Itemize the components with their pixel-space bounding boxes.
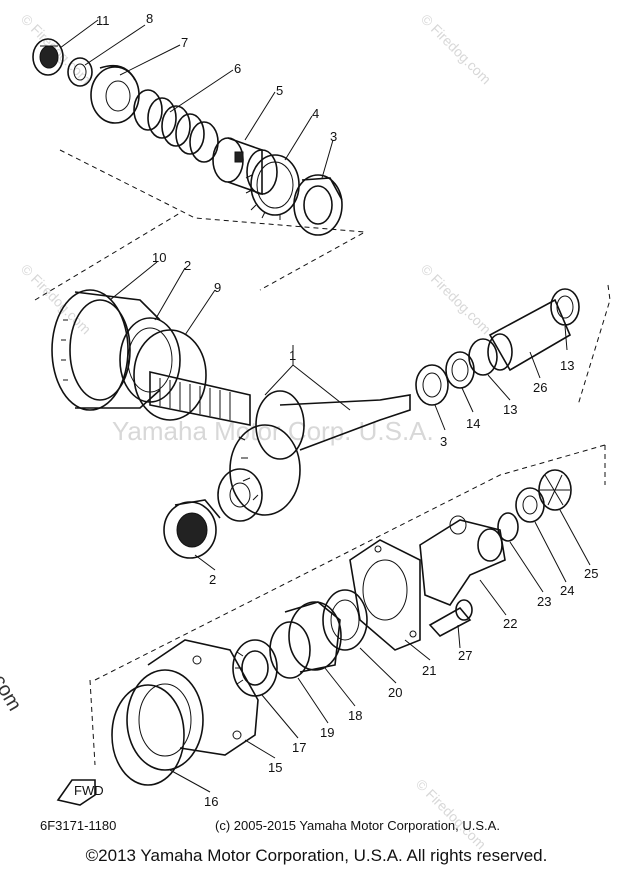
callout-19: 19 — [320, 725, 334, 740]
shim-9 — [133, 329, 207, 421]
callout-8: 8 — [146, 11, 153, 26]
callout-27: 27 — [458, 648, 472, 663]
spring-6 — [133, 89, 219, 163]
callout-4: 4 — [312, 106, 319, 121]
callout-22: 22 — [503, 616, 517, 631]
bearing-3-upper — [293, 174, 343, 236]
bearing-18 — [284, 601, 342, 673]
callout-3-upper: 3 — [330, 129, 337, 144]
tile-watermark: © Firedog.com — [18, 261, 94, 337]
callout-26: 26 — [533, 380, 547, 395]
center-watermark: Yamaha Motor Corp. U.S.A. — [112, 416, 434, 446]
callout-6: 6 — [234, 61, 241, 76]
o-ring-19 — [269, 621, 311, 679]
upper-frame — [59, 149, 367, 291]
collar-7 — [90, 64, 140, 124]
callout-13-right: 13 — [560, 358, 574, 373]
callout-1: 1 — [289, 348, 296, 363]
assembly-frames — [34, 149, 611, 766]
ring-13-left — [468, 338, 498, 376]
callout-14: 14 — [466, 416, 480, 431]
o-ring-16 — [111, 684, 185, 786]
drive-gear-10 — [51, 289, 161, 411]
callout-10: 10 — [152, 250, 166, 265]
callout-11: 11 — [96, 13, 110, 28]
middle-frame-right — [577, 284, 611, 406]
middle-frame-left — [34, 212, 181, 301]
needle-bearing-11 — [32, 38, 64, 76]
washer-8 — [67, 57, 93, 87]
middle-assembly — [51, 288, 580, 559]
callout-2-lower: 2 — [209, 572, 216, 587]
yoke-22 — [419, 515, 506, 606]
callouts: 11 8 7 6 5 4 3 10 2 9 1 13 26 13 14 3 2 … — [96, 11, 598, 809]
callout-21: 21 — [422, 663, 436, 678]
callout-13-left: 13 — [503, 402, 517, 417]
gear-4 — [245, 154, 300, 220]
fine-print: (c) 2005-2015 Yamaha Motor Corporation, … — [215, 818, 500, 833]
bearing-3-right — [415, 364, 449, 406]
gear-nut-25 — [538, 469, 572, 511]
copyright-footer: ©2013 Yamaha Motor Corporation, U.S.A. A… — [85, 846, 548, 865]
tile-watermark: © Firedog.com — [418, 11, 494, 87]
pinion-shaft — [149, 370, 411, 522]
needle-bearing-2-lower — [163, 499, 221, 559]
washer-24 — [515, 487, 545, 523]
callout-3-right: 3 — [440, 434, 447, 449]
callout-9: 9 — [214, 280, 221, 295]
tile-watermark: © Firedog.com — [18, 11, 94, 87]
callout-2-upper: 2 — [184, 258, 191, 273]
gasket-21 — [349, 539, 421, 651]
fwd-arrow: FWD — [56, 779, 104, 806]
callout-7: 7 — [181, 35, 188, 50]
callout-17: 17 — [292, 740, 306, 755]
housing-15 — [126, 639, 259, 771]
part-code: 6F3171-1180 — [40, 818, 116, 833]
callout-23: 23 — [537, 594, 551, 609]
leader-lines — [59, 19, 591, 793]
callout-24: 24 — [560, 583, 574, 598]
callout-18: 18 — [348, 708, 362, 723]
callout-15: 15 — [268, 760, 282, 775]
fwd-label: FWD — [74, 783, 104, 798]
callout-5: 5 — [276, 83, 283, 98]
bolt-27 — [428, 599, 473, 637]
o-ring-23 — [497, 512, 519, 542]
tile-watermark: © Firedog.com — [413, 776, 489, 852]
lower-assembly: FWD — [56, 469, 572, 806]
oil-seal-20 — [322, 589, 368, 651]
callout-20: 20 — [388, 685, 402, 700]
callout-16: 16 — [204, 794, 218, 809]
ring-13-right — [550, 288, 580, 326]
sleeve-26 — [487, 298, 572, 372]
clutch-dog-5 — [212, 137, 278, 196]
tile-watermark: © Firedog.com — [418, 261, 494, 337]
lower-frame-top — [94, 444, 606, 681]
callout-25: 25 — [584, 566, 598, 581]
upper-assembly — [32, 38, 343, 236]
lower-frame-left — [89, 679, 96, 766]
